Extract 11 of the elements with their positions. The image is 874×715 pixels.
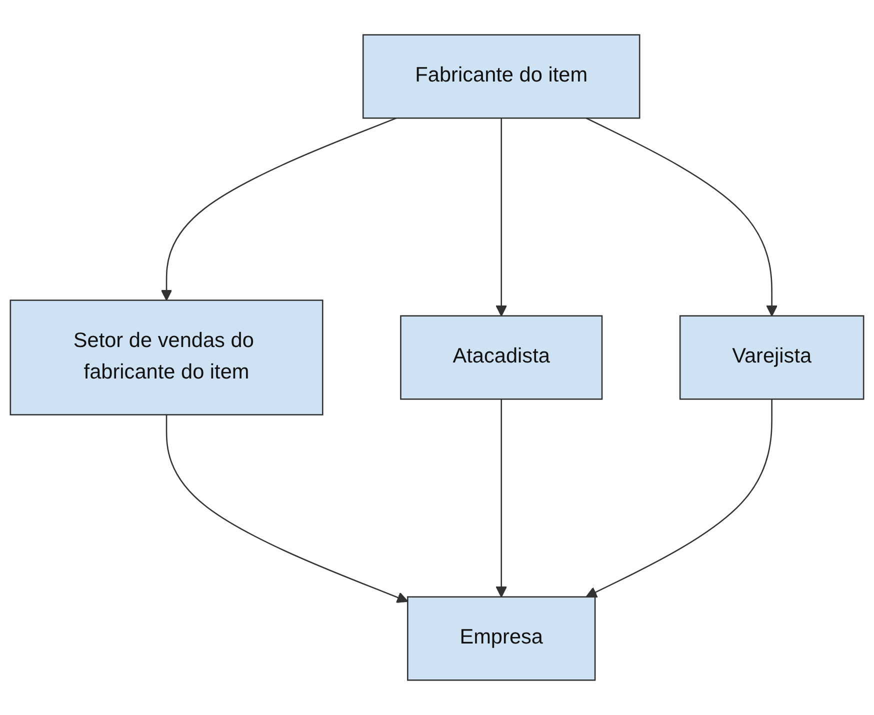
arrow: [166, 414, 408, 603]
node-box: Fabricante do item: [362, 34, 640, 119]
arrow: [496, 399, 508, 598]
node-box: Varejista: [679, 315, 864, 400]
arrow: [496, 118, 508, 316]
node-box: Empresa: [407, 596, 596, 681]
arrow: [160, 118, 397, 301]
arrow: [586, 118, 778, 316]
node-box: Atacadista: [400, 315, 603, 400]
arrow: [586, 399, 772, 598]
node-box: Setor de vendas do fabricante do item: [10, 300, 324, 416]
